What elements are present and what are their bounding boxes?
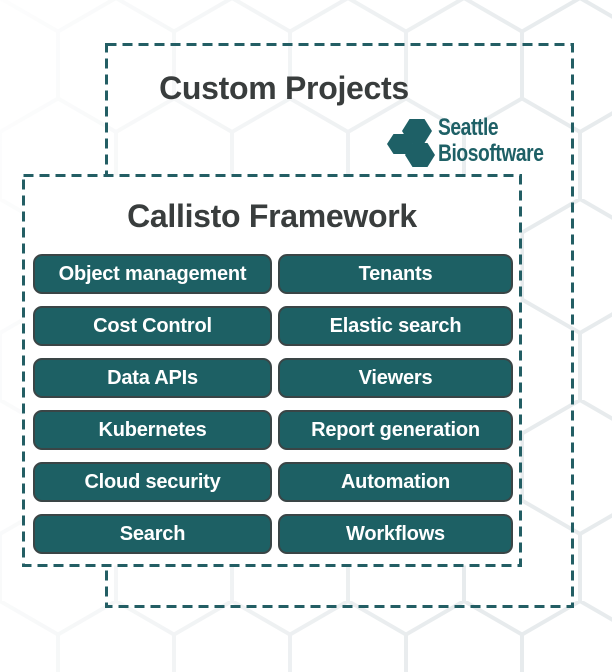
capability-pill: Viewers xyxy=(278,358,513,398)
capability-pill: Tenants xyxy=(278,254,513,294)
logo-line1: Seattle xyxy=(438,114,499,141)
logo-wordmark: Seattle Biosoftware xyxy=(438,114,544,167)
capability-pill: Cost Control xyxy=(33,306,272,346)
outer-box-title: Custom Projects xyxy=(159,70,409,106)
logo-line2: Biosoftware xyxy=(438,140,544,167)
capability-pill: Cloud security xyxy=(33,462,272,502)
hexagon-cluster-icon xyxy=(387,119,435,167)
inner-box-title: Callisto Framework xyxy=(127,198,417,234)
custom-projects-container xyxy=(105,43,574,608)
capability-pill: Object management xyxy=(33,254,272,294)
capability-pill: Search xyxy=(33,514,272,554)
capability-pill: Kubernetes xyxy=(33,410,272,450)
capability-pill: Data APIs xyxy=(33,358,272,398)
capability-pill: Elastic search xyxy=(278,306,513,346)
seattle-biosoftware-logo: Seattle Biosoftware xyxy=(386,115,570,171)
capability-pill: Workflows xyxy=(278,514,513,554)
capability-pill: Automation xyxy=(278,462,513,502)
capability-pill: Report generation xyxy=(278,410,513,450)
